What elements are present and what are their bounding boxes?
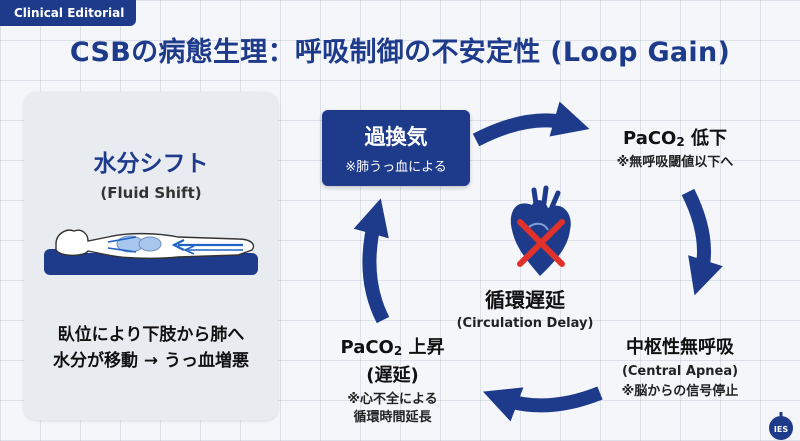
central-apnea-english: (Central Apnea) (621, 364, 739, 379)
paco2-up-node: PaCO2 上昇 (遅延) ※心不全による 循環時間延長 (305, 333, 480, 427)
fluid-shift-subtitle: (Fluid Shift) (100, 184, 202, 202)
paco2-down-note: ※無呼吸閾値以下へ (616, 155, 734, 170)
page-title: CSBの病態生理：呼吸制御の不安定性 (Loop Gain) (69, 37, 731, 68)
paco2-up-note-line2: 循環時間延長 (353, 410, 432, 425)
fluid-shift-desc-line1: 臥位により下肢から肺へ (57, 325, 245, 345)
circulation-delay-label: 循環遅延 (Circulation Delay) (425, 284, 625, 331)
arrow-to-central-apnea (681, 188, 723, 296)
paco2-up-delayed: (遅延) (366, 365, 419, 386)
fluid-shift-description: 臥位により下肢から肺へ 水分が移動 → うっ血増悪 (24, 322, 278, 374)
fluid-shift-title: 水分シフト (93, 151, 209, 177)
hyperventilation-box: 過換気 ※肺うっ血による (322, 110, 470, 186)
paco2-down-node: PaCO2 低下 ※無呼吸閾値以下へ (585, 124, 765, 172)
cross-mark-icon (517, 219, 565, 267)
arrow-to-hyperventilation (353, 198, 390, 324)
central-apnea-node: 中枢性無呼吸 (Central Apnea) ※脳からの信号停止 (580, 333, 780, 401)
supine-body-illustration (44, 229, 258, 275)
brand-logo: IES (769, 412, 793, 440)
clinical-editorial-tag: Clinical Editorial (0, 0, 137, 26)
fluid-shift-desc-line2: 水分が移動 → うっ血増悪 (52, 351, 250, 371)
brand-logo-text: IES (774, 425, 788, 434)
central-apnea-note: ※脳からの信号停止 (621, 384, 739, 399)
paco2-up-title: PaCO2 上昇 (340, 337, 445, 358)
circulation-delay-english: (Circulation Delay) (456, 316, 594, 331)
paco2-down-title: PaCO2 低下 (622, 128, 727, 149)
circulation-delay-title: 循環遅延 (485, 288, 565, 312)
arrow-to-paco2-up (482, 386, 603, 422)
paco2-up-note-line1: ※心不全による (347, 392, 438, 407)
central-apnea-title: 中枢性無呼吸 (626, 337, 734, 358)
hyperventilation-title: 過換気 (364, 125, 428, 149)
hyperventilation-note: ※肺うっ血による (345, 160, 447, 175)
arrow-to-paco2-down (472, 101, 590, 147)
fluid-shift-panel: 水分シフト (Fluid Shift) 臥位により下肢から肺へ 水分が移動 → … (24, 92, 278, 420)
